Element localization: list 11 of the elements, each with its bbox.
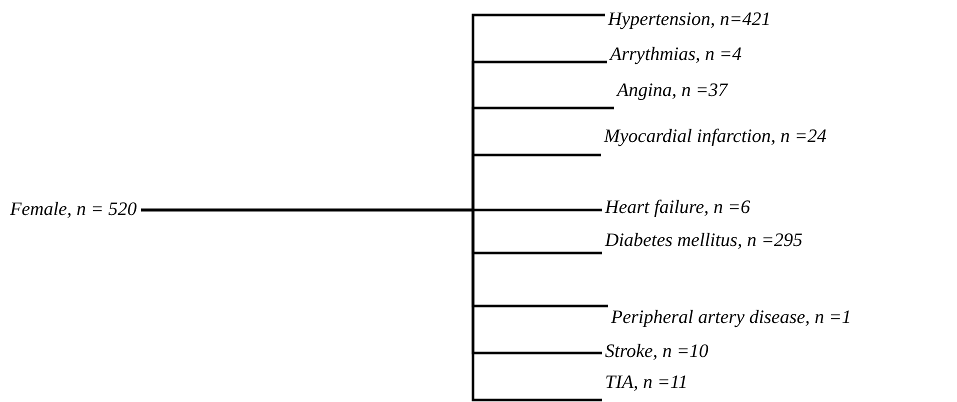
category-label: Myocardial infarction, n =24 — [604, 126, 826, 148]
category-label: Peripheral artery disease, n =1 — [611, 307, 852, 329]
category-label: Heart failure, n =6 — [605, 197, 750, 219]
category-label: Diabetes mellitus, n =295 — [605, 230, 803, 252]
connector-line — [141, 208, 602, 402]
category-label: TIA, n =11 — [605, 372, 688, 394]
category-label: Female, n = 520 — [10, 199, 137, 221]
category-label: Hypertension, n=421 — [608, 9, 771, 31]
category-label: Angina, n =37 — [617, 80, 728, 102]
category-label: Arrythmias, n =4 — [610, 44, 742, 66]
category-label: Stroke, n =10 — [605, 341, 708, 363]
